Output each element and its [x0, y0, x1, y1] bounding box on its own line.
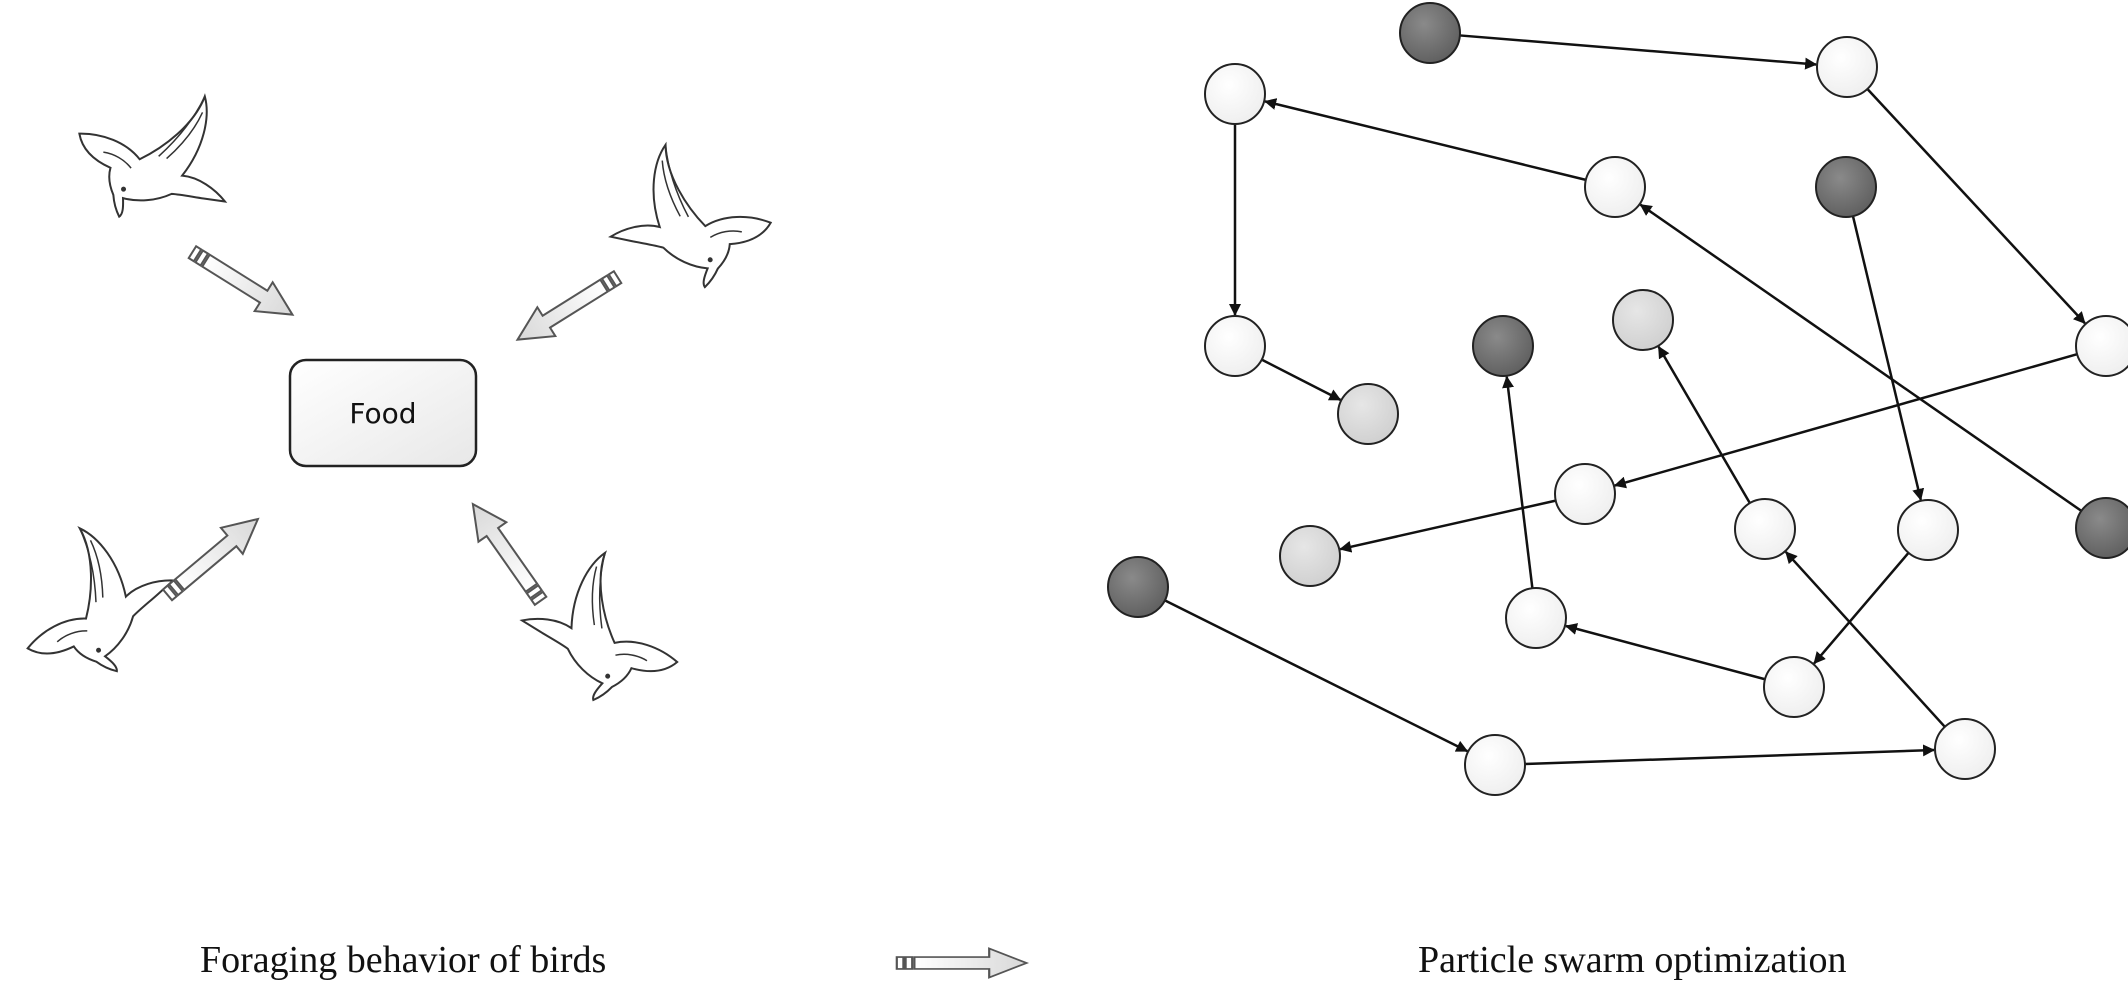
particle-node — [1554, 463, 1616, 525]
velocity-arrow — [1784, 551, 1946, 728]
particle-node — [1505, 587, 1567, 649]
particle-node — [1107, 556, 1169, 618]
velocity-arrow — [1866, 88, 2086, 325]
velocity-arrow — [1613, 352, 2078, 489]
particle-node — [1204, 315, 1266, 377]
particle-node — [1472, 315, 1534, 377]
particle-node — [1897, 499, 1959, 561]
particle-node — [2075, 497, 2128, 559]
velocity-arrow — [1524, 744, 1936, 766]
caption-foraging: Foraging behavior of birds — [200, 939, 607, 981]
velocity-arrow — [1851, 215, 1925, 501]
velocity-arrow — [1164, 599, 1469, 753]
velocity-arrow — [1339, 499, 1557, 553]
velocity-arrow — [1813, 552, 1910, 665]
particle-node — [1399, 2, 1461, 64]
particle-node — [1815, 156, 1877, 218]
velocity-arrow — [1502, 375, 1534, 589]
caption-pso: Particle swarm optimization — [1418, 939, 1847, 981]
particle-node — [1337, 383, 1399, 445]
particle-node — [1734, 498, 1796, 560]
particle-node — [1816, 36, 1878, 98]
velocity-arrow — [1261, 358, 1342, 402]
velocity-arrow — [1564, 623, 1766, 681]
particle-node — [1204, 63, 1266, 125]
velocity-arrow — [1657, 345, 1751, 504]
velocity-arrow — [1264, 98, 1587, 182]
particle-node — [1934, 718, 1996, 780]
particle-node — [2075, 315, 2128, 377]
particle-node — [1464, 734, 1526, 796]
food-label: Food — [349, 396, 417, 430]
food-box — [288, 358, 478, 468]
particle-node — [1279, 525, 1341, 587]
particle-node — [1763, 656, 1825, 718]
particle-node — [1612, 289, 1674, 351]
foraging-panel — [0, 50, 1028, 979]
velocity-arrow — [1639, 203, 2083, 512]
velocity-arrow — [1459, 34, 1818, 70]
particle-node — [1584, 156, 1646, 218]
